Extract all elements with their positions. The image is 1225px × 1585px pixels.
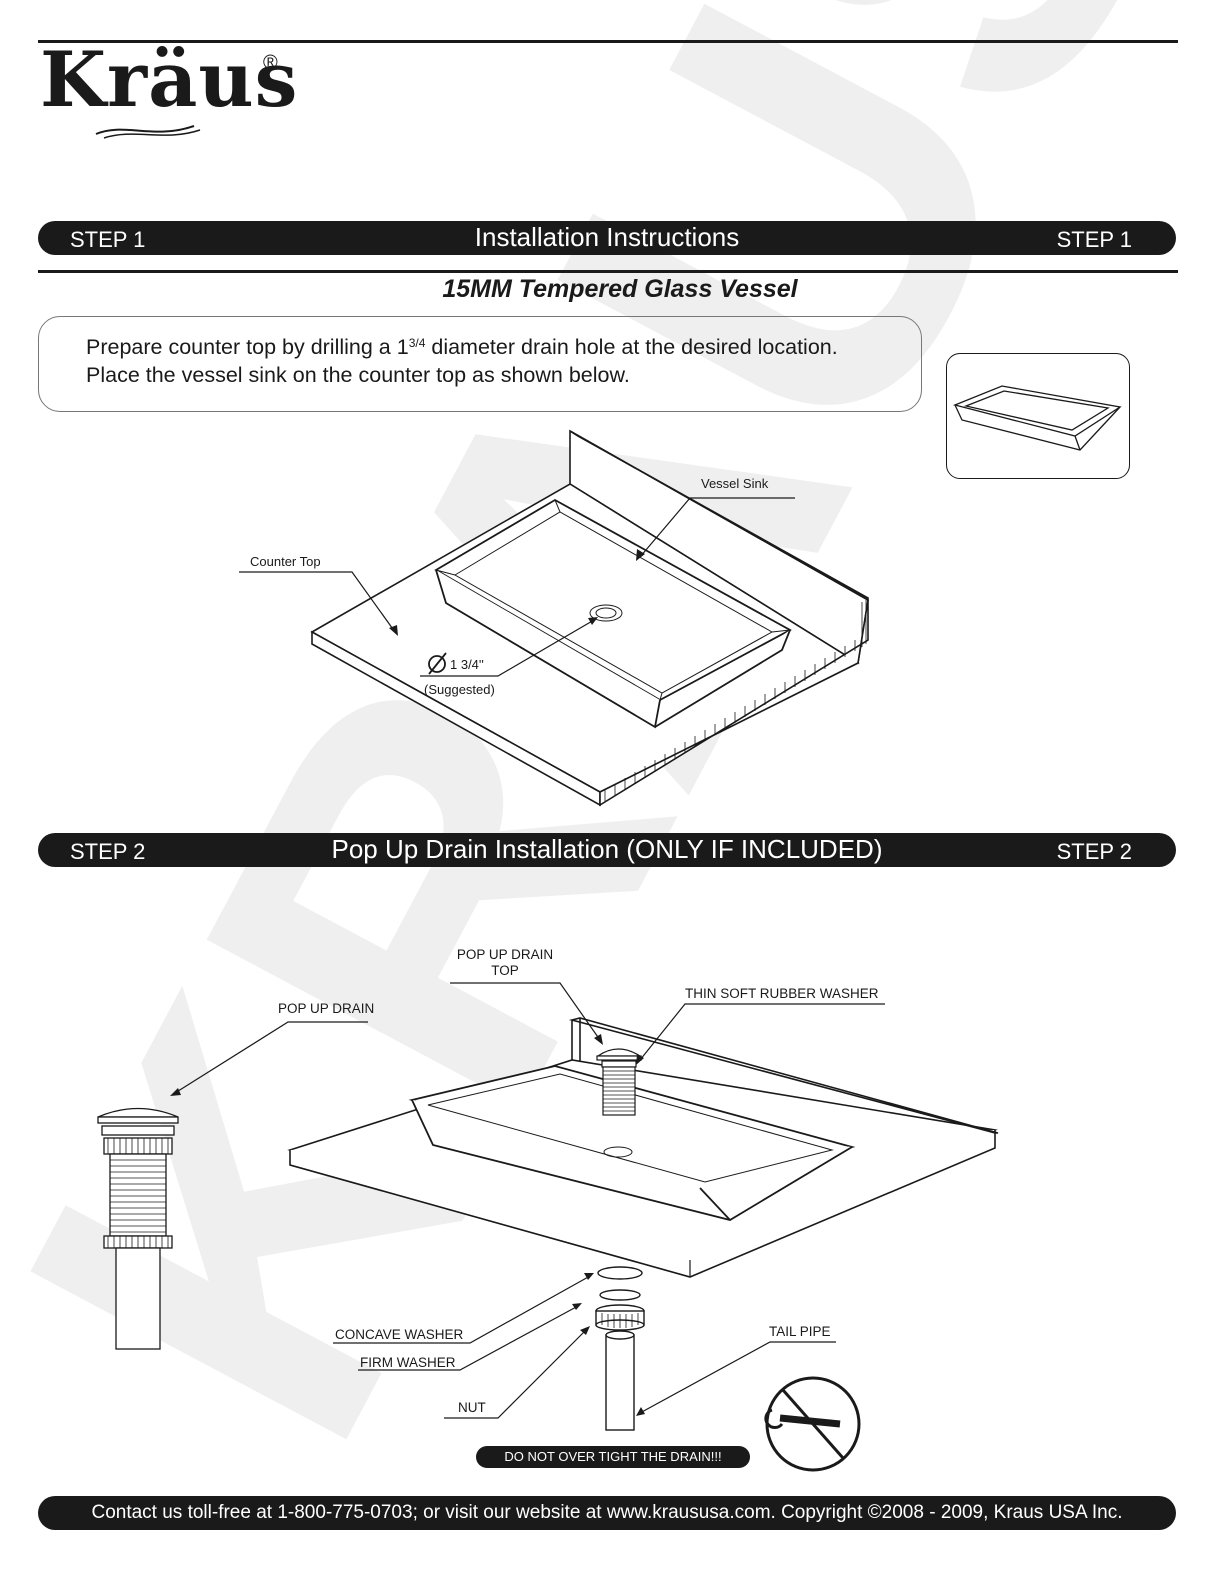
label-nut: NUT [458,1400,486,1415]
header-rule [38,40,1178,43]
warning-badge: DO NOT OVER TIGHT THE DRAIN!!! [476,1446,750,1468]
logo-wave-icon [95,125,201,139]
instruction-fraction: 3/4 [408,336,426,350]
instruction-line-1-end: diameter drain hole at the desired locat… [425,335,838,359]
step2-left-label: STEP 2 [70,839,146,864]
label-concave-washer: CONCAVE WASHER [335,1327,464,1342]
instruction-line-1-start: Prepare counter top by drilling a 1 [86,335,409,359]
label-pop-up-drain-top-2: TOP [491,963,519,978]
step1-title: Installation Instructions [474,222,740,252]
product-subtitle: 15MM Tempered Glass Vessel [442,275,798,303]
label-suggested: (Suggested) [424,682,495,697]
step2-right-label: STEP 2 [1056,839,1132,864]
instruction-box [38,316,922,412]
instruction-line-1: Prepare counter top by drilling a 13/4 d… [86,335,838,360]
label-thin-rubber-washer: THIN SOFT RUBBER WASHER [685,986,879,1001]
label-vessel-sink: Vessel Sink [701,476,769,491]
label-pop-up-drain: POP UP DRAIN [278,1001,375,1016]
footer-contact: Contact us toll-free at 1-800-775-0703; … [38,1496,1176,1530]
label-tail-pipe: TAIL PIPE [769,1324,831,1339]
step1-banner: STEP 1 Installation Instructions STEP 1 [38,221,1176,255]
registered-mark: ® [263,52,278,74]
step2-title: Pop Up Drain Installation (ONLY IF INCLU… [331,834,883,864]
step1-rule [38,270,1178,273]
step1-left-label: STEP 1 [70,227,146,252]
diameter-icon [428,652,447,675]
label-counter-top: Counter Top [250,554,321,569]
instruction-line-2: Place the vessel sink on the counter top… [86,363,630,387]
kraus-logo: Kräus [40,35,299,124]
label-firm-washer: FIRM WASHER [360,1355,456,1370]
step2-banner: STEP 2 Pop Up Drain Installation (ONLY I… [38,833,1176,867]
no-wrench-icon [764,1376,861,1472]
product-thumbnail-frame [946,353,1130,479]
label-pop-up-drain-top-1: POP UP DRAIN [456,947,554,962]
step1-right-label: STEP 1 [1056,227,1132,252]
label-diameter: 1 3/4'' [450,657,484,672]
